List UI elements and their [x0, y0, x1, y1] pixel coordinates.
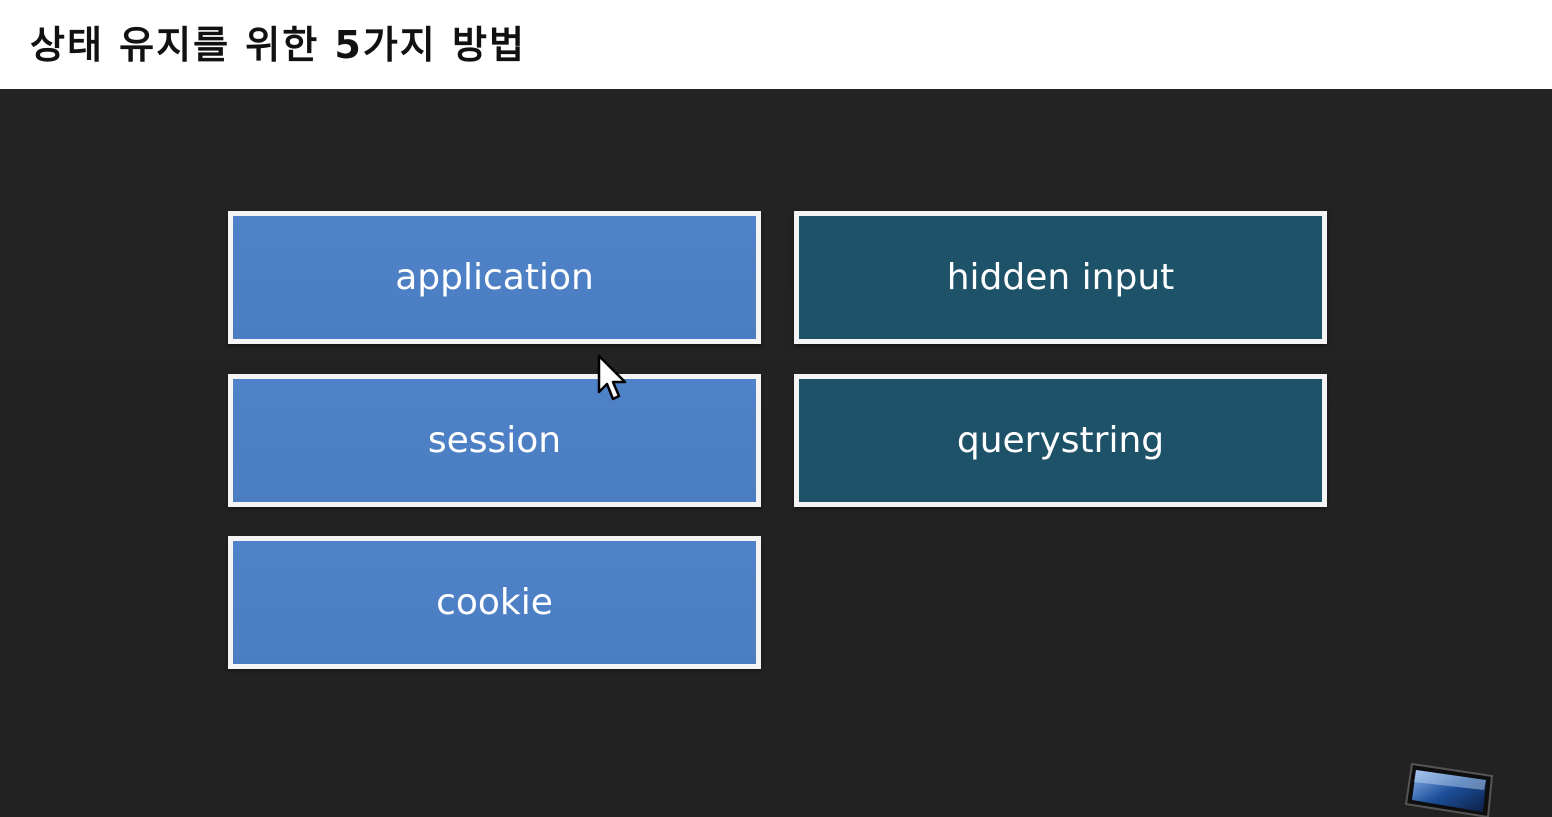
box-application: application	[228, 211, 761, 344]
box-label: querystring	[956, 420, 1165, 461]
box-label: application	[395, 257, 594, 298]
channel-logo-icon	[1404, 762, 1494, 817]
box-label: hidden input	[946, 257, 1175, 298]
title-bar: 상태 유지를 위한 5가지 방법	[0, 0, 1552, 89]
box-session: session	[228, 374, 761, 507]
box-hidden-input: hidden input	[794, 211, 1327, 344]
box-label: session	[427, 420, 562, 461]
box-querystring: querystring	[794, 374, 1327, 507]
page-title: 상태 유지를 위한 5가지 방법	[30, 23, 526, 67]
mouse-pointer-icon	[597, 354, 627, 401]
box-label: cookie	[436, 582, 553, 623]
box-cookie: cookie	[228, 536, 761, 669]
